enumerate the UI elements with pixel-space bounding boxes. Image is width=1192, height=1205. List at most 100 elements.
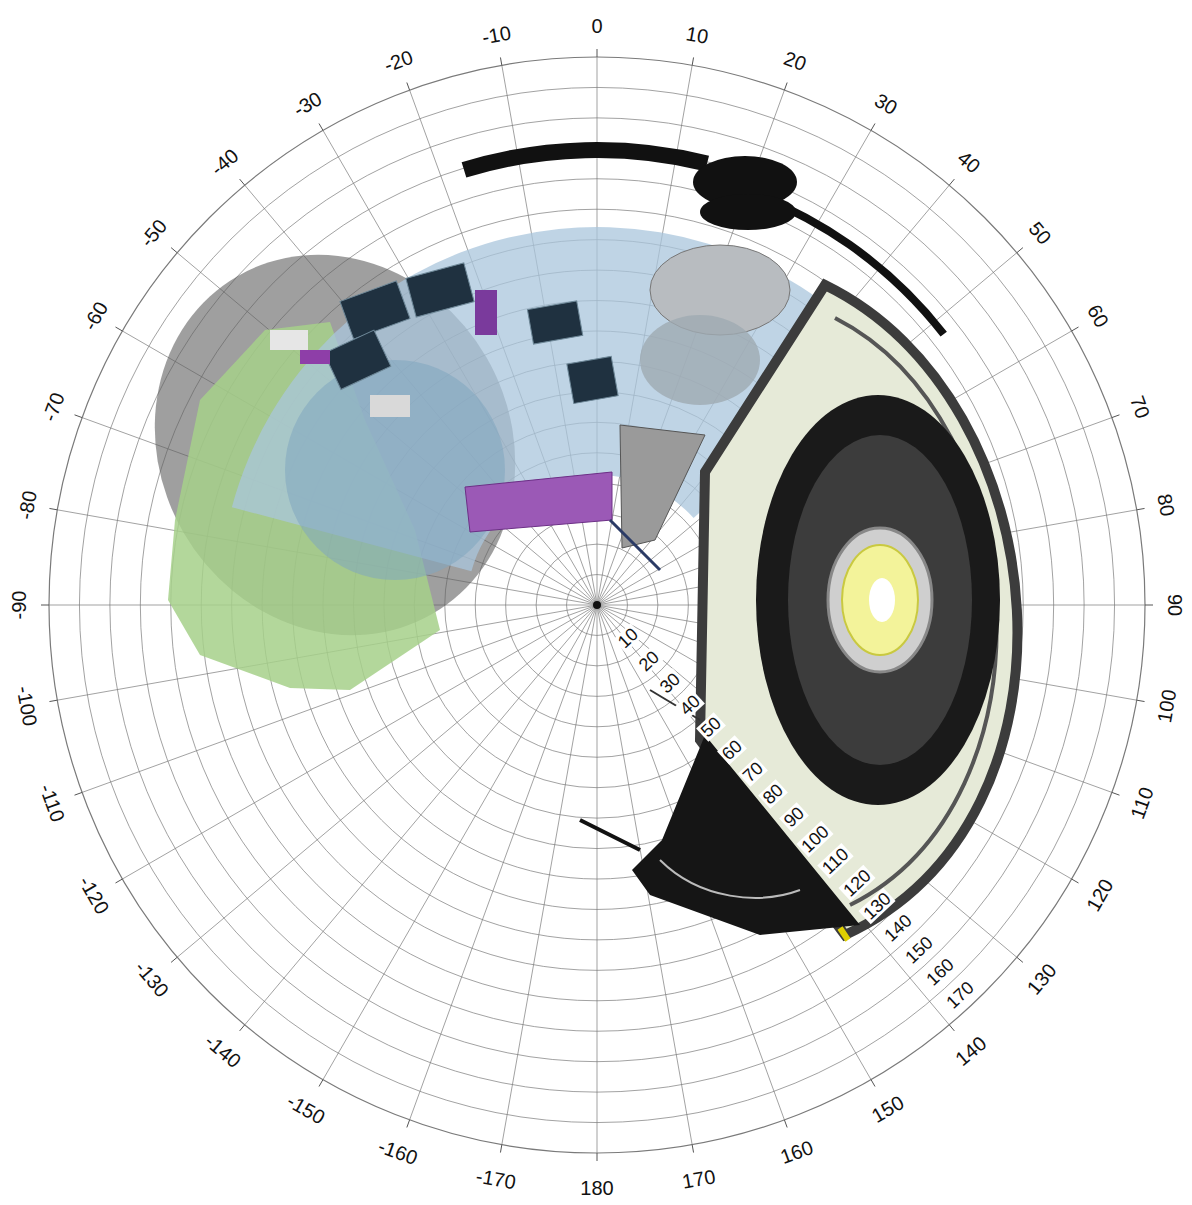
radiator-dish: [788, 435, 972, 765]
tick: [500, 57, 501, 65]
azimuth-label: -40: [207, 145, 242, 179]
azimuth-label: -30: [290, 88, 325, 120]
tick: [784, 1120, 787, 1128]
solar-panel: [406, 263, 474, 317]
solar-panel: [324, 330, 391, 389]
tick: [115, 327, 122, 331]
white-panel: [270, 330, 308, 350]
azimuth-label: 30: [872, 89, 901, 117]
tick: [692, 1145, 693, 1153]
center-dot: [593, 601, 601, 609]
azimuth-label: -120: [76, 873, 113, 918]
azimuth-label: 40: [954, 147, 984, 177]
tick: [784, 83, 787, 91]
tick: [41, 605, 49, 606]
azimuth-label: 90: [1165, 594, 1185, 616]
azimuth-label: -10: [480, 22, 512, 47]
tick: [319, 123, 323, 130]
tick: [319, 1080, 323, 1087]
tick: [407, 83, 410, 91]
tick: [1072, 879, 1079, 883]
azimuth-label: -130: [131, 957, 172, 1001]
azimuth-label: -90: [9, 591, 29, 620]
tick: [1072, 327, 1079, 331]
tick: [1017, 957, 1023, 962]
elevation-label: 20: [634, 646, 664, 676]
strut: [610, 520, 660, 570]
tick: [171, 248, 177, 253]
azimuth-label: -70: [39, 390, 68, 424]
azimuth-label: 80: [1155, 492, 1179, 517]
tick: [949, 1025, 954, 1031]
azimuth-label: 10: [685, 23, 710, 47]
black-arc: [464, 150, 707, 170]
elevation-label: 110: [818, 843, 854, 878]
tick: [692, 57, 693, 65]
azimuth-label: 180: [580, 1178, 613, 1198]
module-band: [660, 860, 800, 898]
azimuth-spoke: [502, 605, 597, 1145]
elevation-label: 30: [655, 668, 685, 698]
elevation-label: 40: [675, 690, 705, 720]
module-cone: [620, 425, 705, 548]
azimuth-label: -80: [15, 489, 40, 521]
azimuth-label: 50: [1026, 218, 1056, 248]
tick: [871, 1080, 875, 1087]
module-sphere: [640, 315, 760, 405]
tick: [1145, 605, 1153, 606]
tick: [871, 123, 875, 130]
azimuth-label: 140: [952, 1032, 990, 1069]
blue-disc: [285, 360, 505, 580]
tick: [75, 415, 83, 418]
purple-panel: [300, 350, 330, 364]
purple-band: [465, 472, 612, 532]
elevation-label: 160: [921, 954, 958, 990]
dish-ring: [842, 545, 918, 655]
dish-ring: [828, 528, 932, 672]
tick: [75, 792, 83, 795]
elevation-label: 60: [717, 735, 747, 765]
tick: [1017, 248, 1023, 253]
tick: [597, 49, 598, 57]
elevation-label: 50: [696, 713, 726, 743]
marker: [840, 928, 848, 940]
azimuth-label: -140: [201, 1030, 245, 1071]
azimuth-label: 0: [591, 16, 602, 36]
azimuth-label: 150: [869, 1092, 908, 1126]
azimuth-label: 130: [1024, 959, 1061, 997]
azimuth-label: 100: [1154, 687, 1179, 723]
tick: [1112, 415, 1120, 418]
tick: [1137, 508, 1145, 509]
elevation-label: 140: [879, 910, 916, 946]
azimuth-label: -110: [36, 782, 68, 825]
azimuth-label: 120: [1083, 876, 1117, 915]
azimuth-label: 60: [1084, 301, 1112, 330]
tick: [49, 508, 57, 509]
dark-module: [700, 194, 796, 230]
tick: [597, 1153, 598, 1161]
solar-panel: [567, 356, 618, 403]
elevation-label: 100: [796, 821, 833, 857]
azimuth-label: 170: [680, 1166, 716, 1191]
tick: [500, 1145, 501, 1153]
solar-panel: [340, 281, 410, 339]
azimuth-spoke: [410, 605, 597, 1120]
azimuth-label: 160: [777, 1137, 815, 1167]
azimuth-label: -160: [376, 1136, 420, 1168]
elevation-label: 150: [900, 932, 937, 968]
azimuth-label: -20: [382, 46, 416, 75]
tick: [49, 700, 57, 701]
azimuth-label: -50: [137, 215, 171, 250]
solar-panel: [527, 301, 582, 344]
azimuth-label: 70: [1127, 393, 1153, 421]
elevation-label: 70: [738, 757, 768, 787]
tick: [115, 879, 122, 883]
radiator-dish: [756, 395, 1000, 805]
azimuth-spoke: [597, 605, 598, 1153]
tick: [240, 1025, 245, 1031]
elevation-label: 130: [859, 887, 896, 923]
azimuth-label: -100: [14, 684, 41, 727]
azimuth-label: -170: [474, 1166, 517, 1193]
